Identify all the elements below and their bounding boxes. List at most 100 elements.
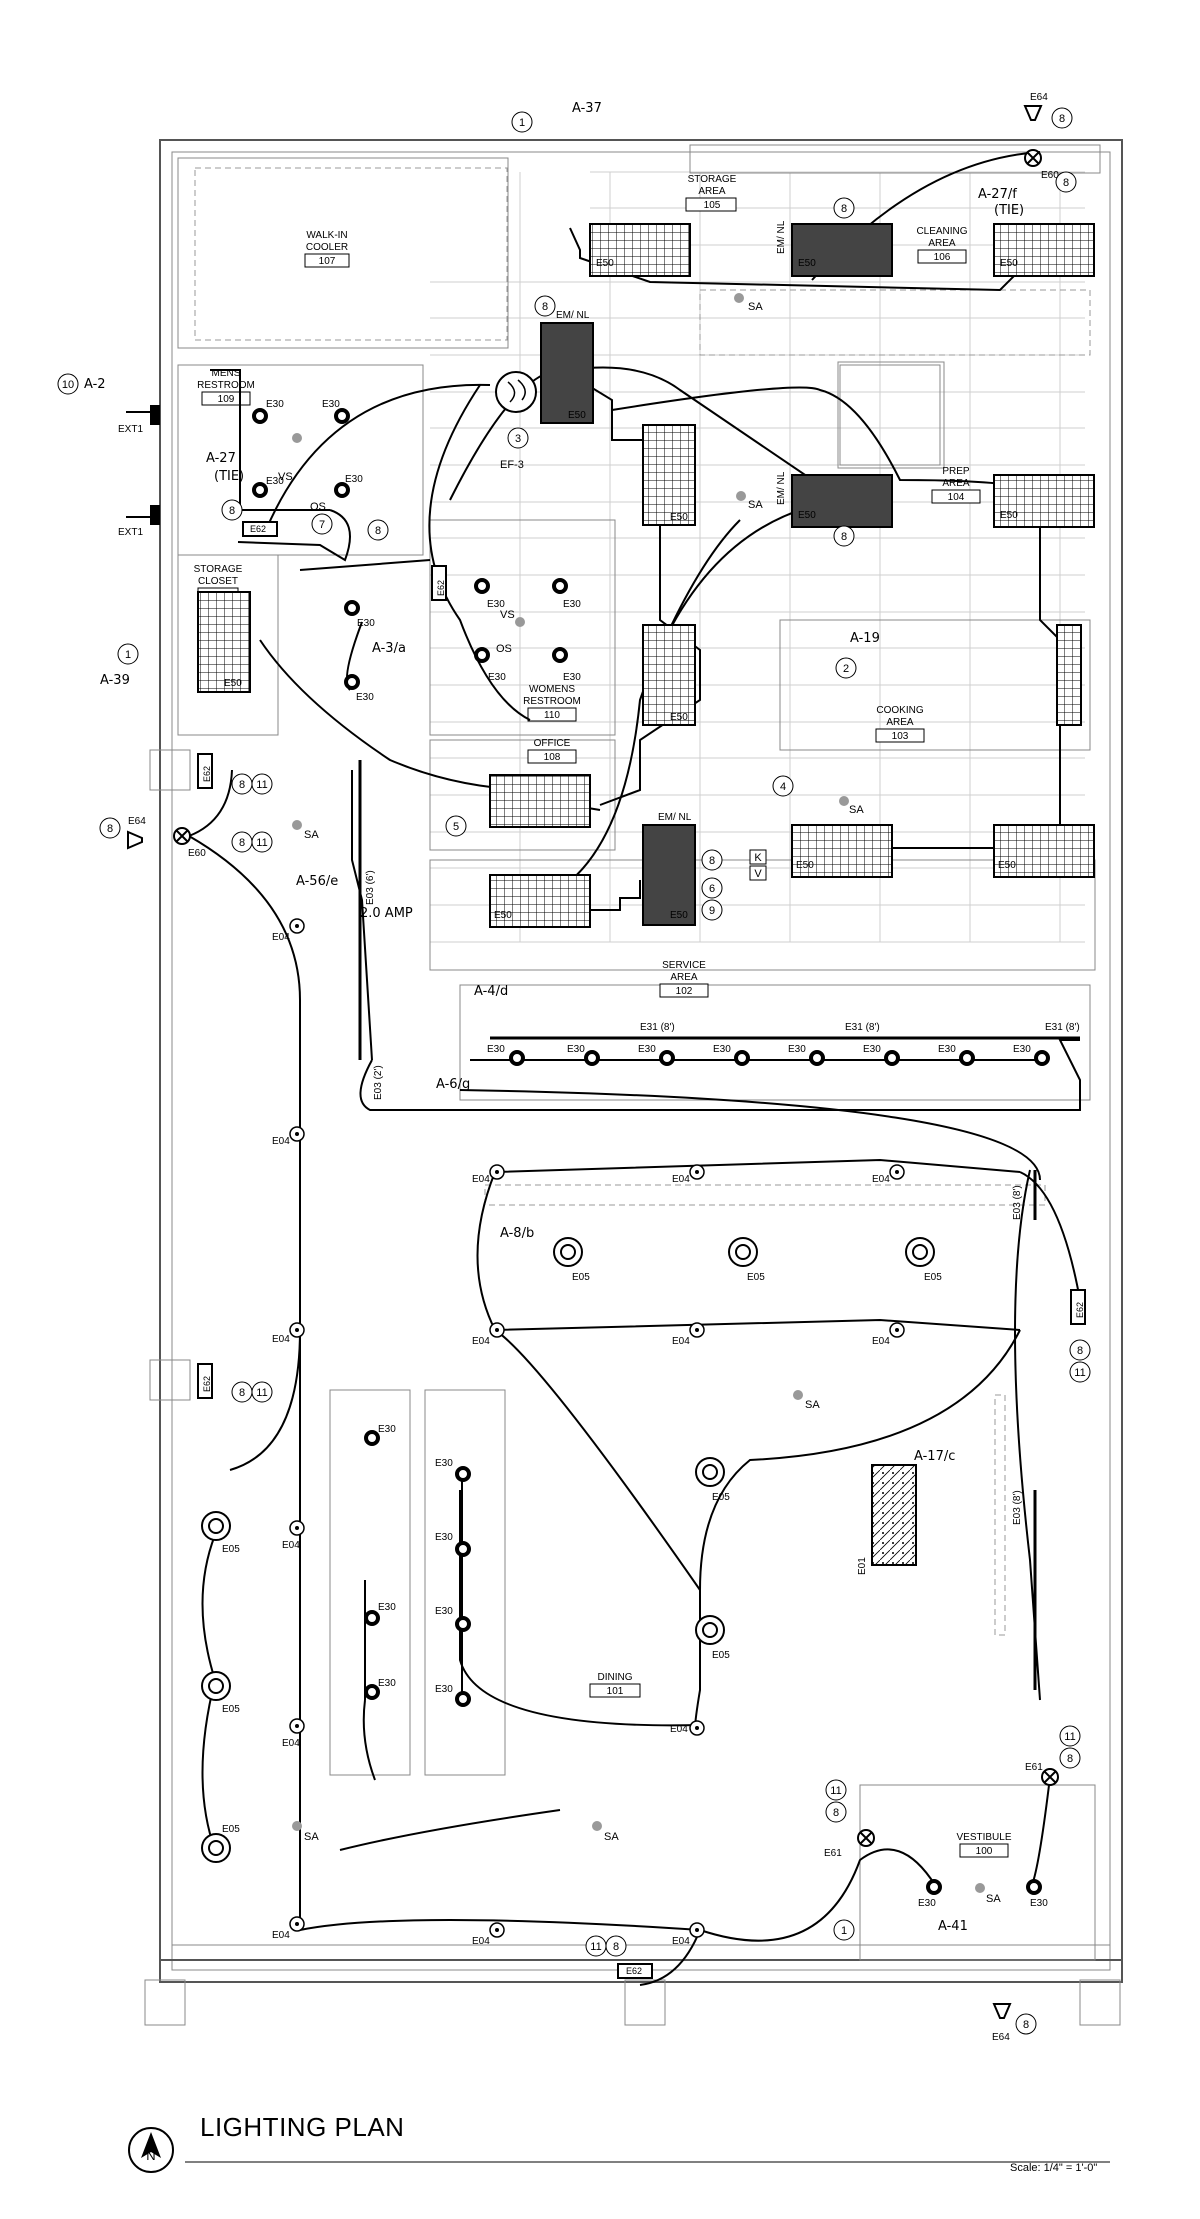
svg-text:11: 11 [590,1941,601,1953]
svg-text:EM/ NL: EM/ NL [556,310,590,321]
svg-text:8: 8 [375,525,381,537]
svg-text:E04: E04 [872,1336,890,1347]
svg-text:SA: SA [304,829,319,841]
svg-text:11: 11 [256,1387,267,1399]
svg-text:COOLER: COOLER [306,242,348,253]
svg-text:1: 1 [841,1925,847,1937]
svg-text:E05: E05 [222,1824,240,1835]
keynote-tag: 11 [251,773,273,795]
svg-text:E05: E05 [712,1650,730,1661]
svg-text:STORAGE: STORAGE [688,174,737,185]
svg-text:SA: SA [748,301,763,313]
svg-text:103: 103 [892,731,909,742]
svg-text:A-17/c: A-17/c [914,1449,955,1464]
svg-text:E61: E61 [1025,1762,1043,1773]
svg-text:EF-3: EF-3 [500,459,524,471]
keynote-tag: 1 [511,111,533,133]
keynote-tag: 8 [367,519,389,541]
keynote-tag: 11 [585,1935,607,1957]
svg-text:E30: E30 [435,1532,453,1543]
svg-text:VS: VS [278,471,293,483]
svg-text:A-2: A-2 [84,377,106,392]
svg-text:110: 110 [544,710,560,721]
svg-text:1: 1 [519,117,525,129]
svg-text:E30: E30 [378,1424,396,1435]
svg-text:STORAGE: STORAGE [194,564,243,575]
svg-text:AREA: AREA [670,972,698,983]
svg-text:CLOSET: CLOSET [198,576,238,587]
svg-text:E50: E50 [1000,258,1018,269]
svg-text:E04: E04 [272,1136,290,1147]
svg-text:OS: OS [310,501,326,513]
svg-text:8: 8 [613,1941,619,1953]
svg-text:EM/ NL: EM/ NL [658,812,692,823]
svg-text:8: 8 [542,301,548,313]
svg-text:E50: E50 [494,910,512,921]
keynote-tag: 11 [251,1381,273,1403]
keynote-tag: 8 [231,831,253,853]
svg-text:E62: E62 [1075,1302,1085,1318]
keynote-tag: 8 [221,499,243,521]
svg-text:E30: E30 [563,672,581,683]
svg-text:E30: E30 [567,1044,585,1055]
svg-text:A-37: A-37 [572,101,602,116]
e50-fixture-em [642,824,696,926]
svg-text:E30: E30 [918,1898,936,1909]
svg-text:E30: E30 [356,692,374,703]
svg-text:E31 (8'): E31 (8') [1045,1022,1080,1033]
svg-text:8: 8 [1063,177,1069,189]
svg-text:EM/ NL: EM/ NL [776,471,787,505]
svg-text:E62: E62 [202,766,212,782]
svg-text:COOKING: COOKING [876,705,923,716]
svg-text:E04: E04 [282,1540,300,1551]
svg-text:E30: E30 [1013,1044,1031,1055]
svg-text:11: 11 [256,779,267,791]
e50-fixture [791,824,893,878]
svg-text:E05: E05 [712,1492,730,1503]
linear-fixtures: E03 (6') E03 (2') E03 (8') E03 (8') E31 … [358,760,1080,1690]
svg-text:DINING: DINING [598,1672,633,1683]
svg-text:SA: SA [604,1831,619,1843]
keynote-tag: 8 [99,817,121,839]
svg-text:E30: E30 [378,1602,396,1613]
e04-pendant-centers [295,924,899,1932]
svg-text:AREA: AREA [698,186,726,197]
e62-exit-signs [197,521,1086,1979]
svg-text:E60: E60 [1041,170,1059,181]
svg-text:8: 8 [841,203,847,215]
svg-text:OS: OS [496,643,512,655]
svg-text:E03 (8'): E03 (8') [1012,1185,1023,1220]
keynote-tag: 1 [833,1919,855,1941]
svg-text:E31 (8'): E31 (8') [640,1022,675,1033]
keynote-tag: 3 [507,427,529,449]
svg-text:E04: E04 [272,1334,290,1345]
svg-text:5: 5 [453,821,459,833]
svg-text:9: 9 [709,905,715,917]
scale-note: Scale: 1/4" = 1'-0" [1010,2162,1098,2174]
svg-text:E50: E50 [670,910,688,921]
e50-fixture [993,223,1095,277]
svg-text:E62: E62 [250,524,266,534]
kv-switch: K V [749,849,767,881]
svg-text:8: 8 [709,855,715,867]
building-walls [144,139,1123,2026]
svg-text:E30: E30 [435,1684,453,1695]
e50-labels: E50 E50 E50 E50 E50 E50 E50 E50 E50 E50 … [224,220,1018,1575]
svg-text:E30: E30 [563,599,581,610]
svg-text:E05: E05 [222,1544,240,1555]
svg-text:E30: E30 [638,1044,656,1055]
svg-text:E01: E01 [857,1557,868,1575]
svg-text:A-6/g: A-6/g [436,1077,470,1092]
circuit-wiring [188,151,1081,1986]
circuit-refs: A-37 A-2 A-27/f (TIE) A-27 (TIE) A-39 A-… [84,101,1024,1934]
svg-text:E30: E30 [938,1044,956,1055]
svg-text:AREA: AREA [928,238,956,249]
svg-text:E04: E04 [272,1930,290,1941]
svg-text:11: 11 [1064,1731,1075,1743]
svg-text:8: 8 [1023,2019,1029,2031]
